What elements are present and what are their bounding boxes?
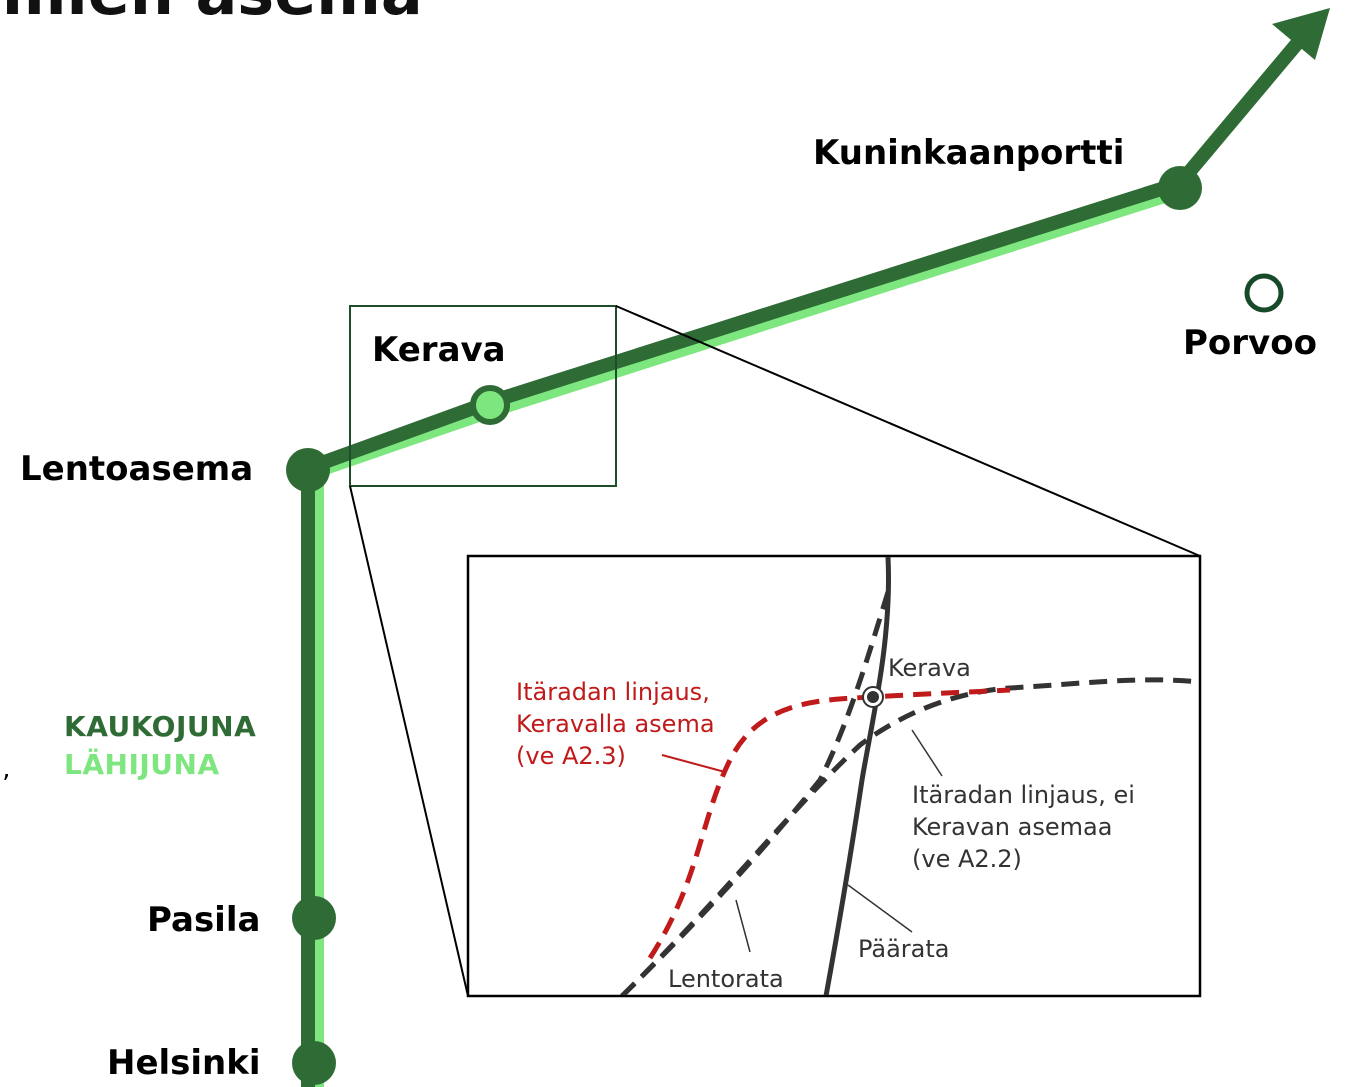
inset-label-a22-1: Itäradan linjaus, ei (912, 781, 1135, 809)
station-dot-lentoasema (286, 448, 330, 492)
label-helsinki: Helsinki (107, 1043, 261, 1083)
inset-map: Kerava Itäradan linjaus, Keravalla asema… (466, 554, 1202, 998)
lentorata-line (620, 591, 891, 995)
legend-lahijuna: LÄHIJUNA (64, 748, 220, 781)
itarata-a22-line (620, 677, 1199, 995)
inset-label-a22-2: Keravan asemaa (912, 813, 1112, 841)
leader-lentorata (735, 899, 751, 953)
leader-a22 (911, 729, 943, 777)
inset-label-red-2: Keravalla asema (516, 710, 715, 738)
stray-mark: ’ (2, 770, 11, 800)
inset-label-kerava: Kerava (888, 654, 971, 682)
arrow-head-icon (1272, 8, 1330, 60)
label-lentoasema: Lentoasema (20, 449, 254, 489)
paarata-line (823, 557, 891, 995)
itarata-a23-line (647, 687, 1011, 960)
zoom-connector-bottom (349, 485, 469, 997)
zoom-connector-top (615, 305, 1201, 557)
inset-label-lentorata: Lentorata (668, 965, 784, 993)
inset-label-paarata: Päärata (858, 935, 950, 963)
inset-frame (466, 554, 1202, 998)
zoom-frame (349, 305, 617, 487)
label-porvoo: Porvoo (1183, 323, 1317, 363)
page-title: ämien asema (0, 0, 423, 24)
station-dot-kuninkaanportti (1158, 166, 1202, 210)
inset-kerava-station-core (867, 691, 879, 703)
station-dot-porvoo (1244, 273, 1284, 313)
leader-paarata (847, 884, 913, 933)
inset-label-red-3: (ve A2.3) (516, 742, 626, 770)
label-kuninkaanportti: Kuninkaanportti (813, 133, 1125, 173)
inset-label-red-1: Itäradan linjaus, (516, 678, 710, 706)
label-pasila: Pasila (147, 900, 261, 940)
inset-label-a22-3: (ve A2.2) (912, 845, 1022, 873)
station-dot-helsinki (292, 1041, 336, 1085)
station-dot-kerava (470, 385, 510, 425)
station-dot-pasila (292, 896, 336, 940)
leader-red (661, 754, 726, 773)
legend-kaukojuna: KAUKOJUNA (64, 710, 257, 743)
label-kerava: Kerava (372, 330, 506, 370)
